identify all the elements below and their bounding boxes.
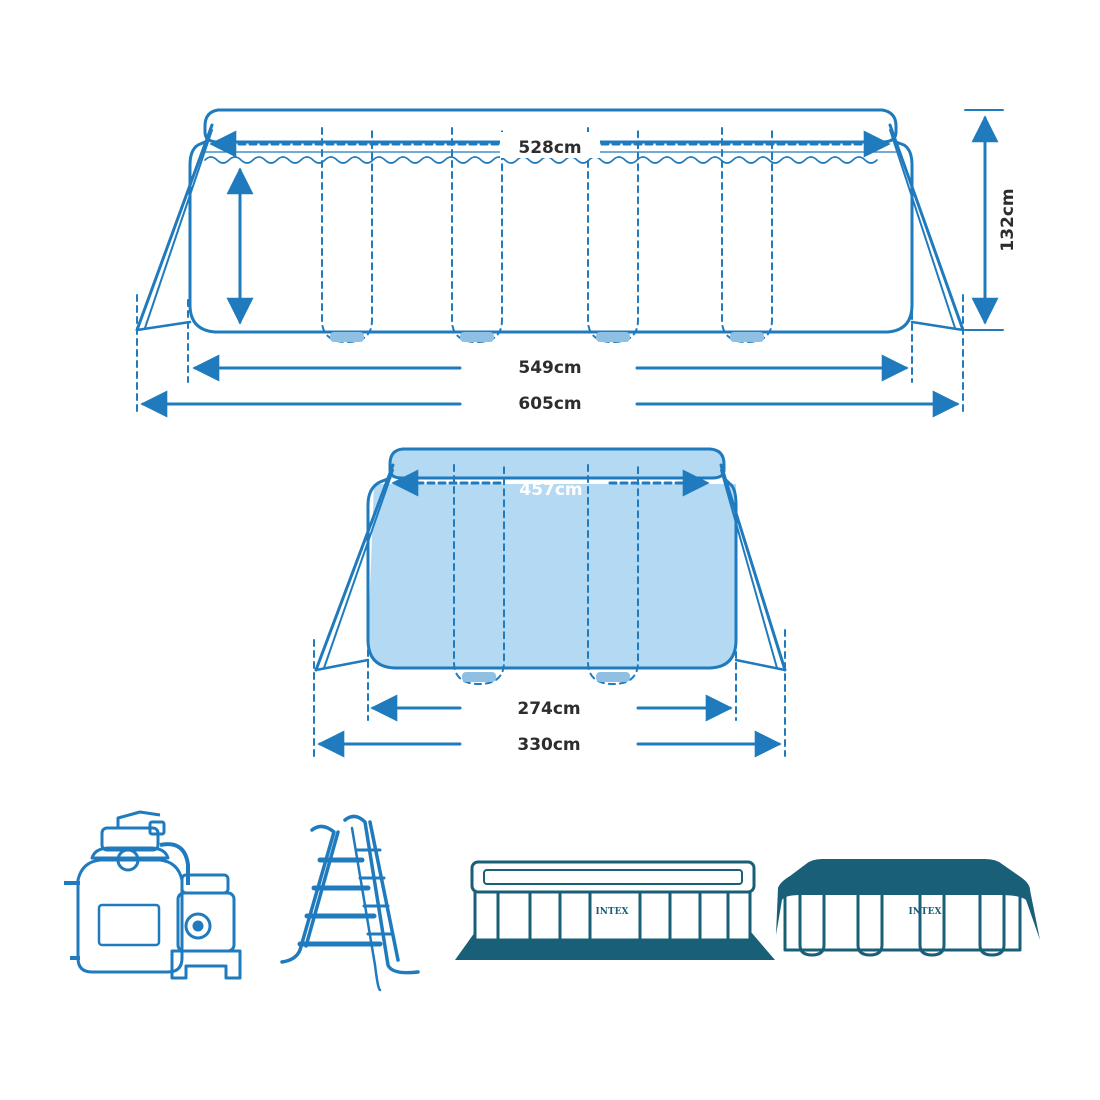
side-right-support: [888, 123, 965, 332]
ground-cloth-brand-logo: INTEX: [596, 907, 629, 917]
pool-cover-icon: INTEX: [776, 859, 1040, 957]
ground-cloth-pool-icon: INTEX: [455, 860, 775, 960]
label-base-length: 549cm: [518, 358, 581, 378]
end-water-fill: [368, 484, 736, 668]
end-left-support: [314, 463, 395, 672]
label-height: 132cm: [998, 188, 1018, 251]
side-pool-wall: [188, 140, 914, 334]
end-top-rail: [388, 447, 726, 480]
label-total-length: 605cm: [518, 394, 581, 414]
side-leg-feet: [330, 332, 764, 342]
sand-filter-pump-icon: [64, 810, 242, 980]
end-base-right: [734, 658, 787, 672]
end-legs: [453, 464, 639, 685]
end-base-left: [314, 658, 370, 672]
label-end-total-width: 330cm: [517, 735, 580, 755]
side-base-right: [910, 320, 965, 332]
pool-cover: [776, 859, 1040, 940]
label-end-inner-width: 457cm: [519, 480, 582, 500]
label-inner-length: 528cm: [518, 138, 581, 158]
side-view: [135, 108, 1004, 418]
end-leg-feet: [462, 672, 630, 682]
end-right-support: [719, 463, 787, 672]
side-extension-lines: [136, 279, 964, 416]
side-legs: [321, 127, 773, 343]
ladder-icon: [280, 814, 420, 992]
end-pool-wall: [366, 476, 738, 670]
pool-cover-brand-logo: INTEX: [909, 907, 942, 917]
water-surface: [204, 156, 878, 164]
end-extension-lines: [313, 629, 786, 757]
side-base-left: [135, 320, 192, 332]
end-view: [313, 447, 787, 758]
label-end-base-width: 274cm: [517, 699, 580, 719]
side-left-support: [135, 123, 214, 332]
